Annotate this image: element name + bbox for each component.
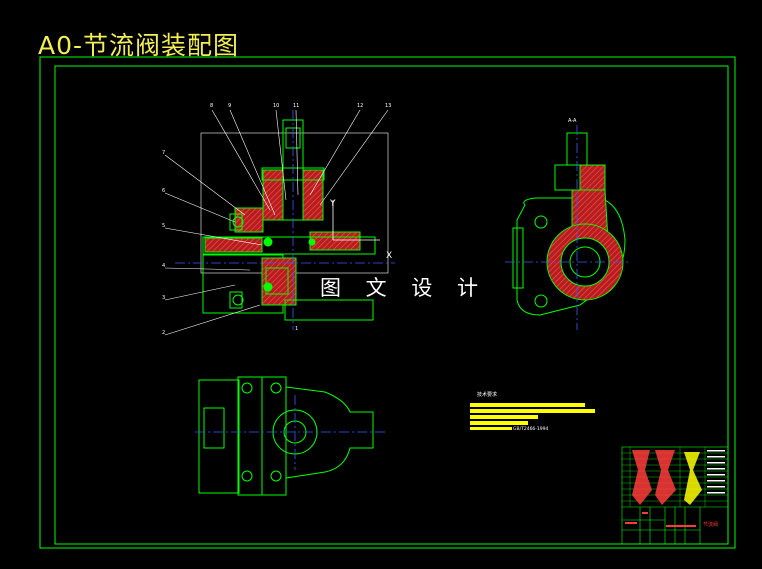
balloon-numbers-top: 8 9 10 11 12 13: [210, 103, 391, 109]
tech-line5-suffix: GB/T2466-1994: [513, 426, 549, 432]
watermark: 图 文 设 计: [320, 276, 488, 300]
balloon-10: 10: [273, 103, 279, 109]
top-view: [198, 376, 374, 496]
balloon-8: 8: [210, 103, 213, 109]
outer-frame: [39, 56, 736, 549]
inner-frame: [54, 65, 729, 545]
balloon-7: 7: [162, 150, 165, 156]
title-block: [621, 446, 729, 545]
axis-x-label: X: [386, 251, 392, 261]
section-mark: A-A: [568, 118, 577, 124]
title-block-fields: [625, 512, 696, 527]
balloon-6: 6: [162, 188, 165, 194]
balloon-9: 9: [228, 103, 231, 109]
balloon-13: 13: [385, 103, 391, 109]
balloon-1: 1: [295, 326, 298, 332]
parts-list: [622, 447, 728, 507]
axis-y-label: Y: [329, 199, 336, 209]
front-section-view: [200, 119, 389, 321]
parts-list-entries: [632, 450, 725, 505]
title-block-part-name: 节流阀: [703, 522, 719, 528]
balloon-4: 4: [162, 263, 165, 269]
balloon-numbers-left: 7 6 5 4 3 2 1: [162, 150, 298, 336]
balloon-2: 2: [162, 330, 165, 336]
balloon-11: 11: [293, 103, 299, 109]
side-view: [512, 132, 626, 316]
leader-lines: [164, 109, 389, 336]
axis-indicator: [332, 200, 380, 241]
tech-requirements-title: 技术要求: [477, 392, 498, 398]
drawing-title: A0-节流阀装配图: [38, 31, 240, 60]
tech-requirement-lines: [470, 403, 595, 430]
balloon-5: 5: [162, 223, 165, 229]
balloon-12: 12: [357, 103, 363, 109]
balloon-3: 3: [162, 295, 165, 301]
